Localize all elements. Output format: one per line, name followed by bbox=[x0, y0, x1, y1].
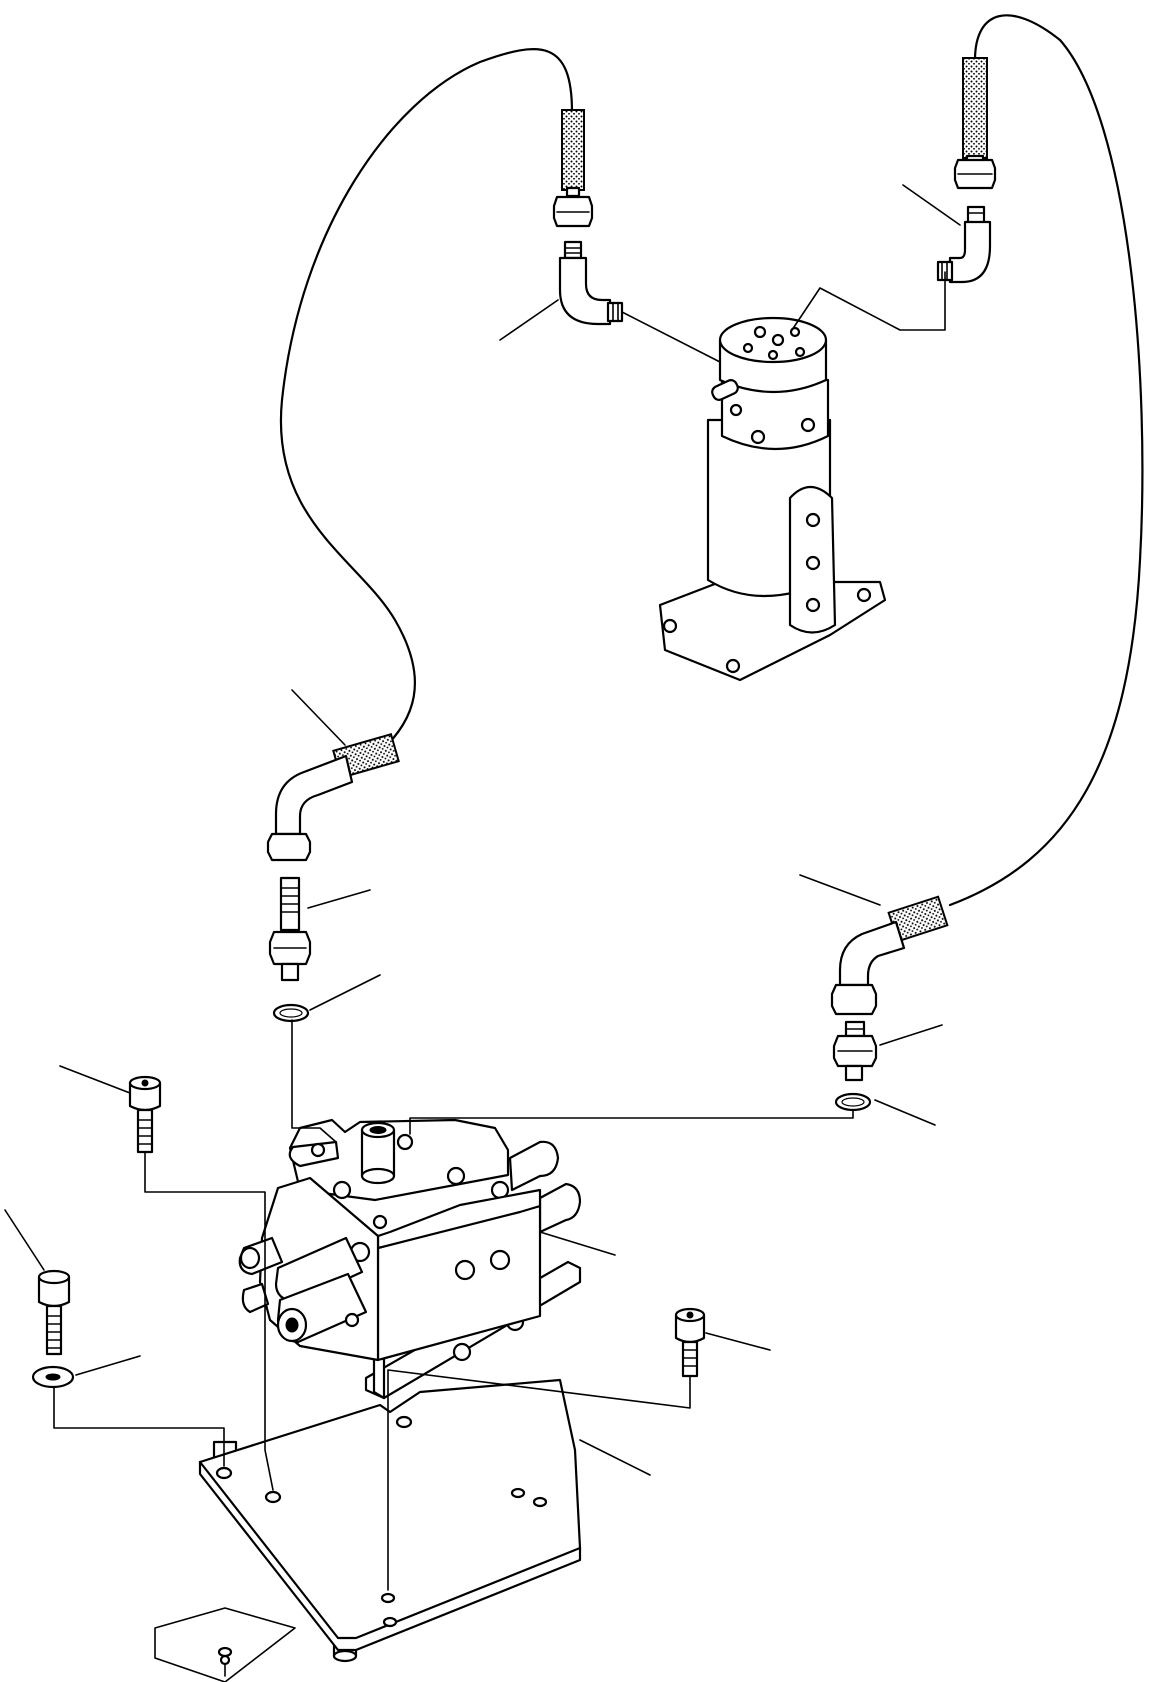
hose-elbow-end-right bbox=[830, 895, 949, 1016]
cap-screw-left bbox=[37, 1269, 71, 1356]
o-ring-left bbox=[272, 1003, 310, 1023]
elbow-fitting-left-top bbox=[558, 240, 624, 326]
swivel-joint bbox=[658, 316, 887, 682]
cap-screw-right bbox=[674, 1307, 706, 1378]
o-ring-right bbox=[834, 1092, 872, 1112]
adapter-union-left bbox=[268, 876, 312, 982]
control-valve-block bbox=[238, 1118, 582, 1362]
hose-left bbox=[279, 48, 574, 754]
hose-right bbox=[948, 14, 1144, 907]
callout-leaders bbox=[4, 184, 961, 1476]
hose-end-right-top bbox=[953, 57, 997, 190]
cap-screw-upper-left bbox=[128, 1075, 162, 1154]
assembly-lines bbox=[53, 271, 946, 1677]
mounting-plate bbox=[198, 1378, 582, 1663]
hose-end-left-top bbox=[552, 109, 594, 228]
floor-reference-square bbox=[154, 1607, 296, 1682]
adapter-union-right bbox=[832, 1020, 878, 1082]
elbow-fitting-right-top bbox=[936, 205, 992, 284]
hose-elbow-end-left bbox=[266, 733, 400, 862]
washer-left bbox=[31, 1365, 75, 1389]
